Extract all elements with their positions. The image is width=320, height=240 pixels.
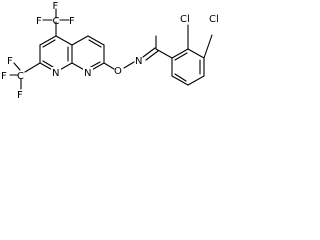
bond bbox=[155, 48, 173, 59]
double-bond bbox=[142, 47, 156, 58]
bond bbox=[39, 35, 57, 46]
dichlorophenyl-ring: Cl Cl bbox=[155, 14, 219, 86]
naphthyridine-core bbox=[39, 35, 105, 73]
double-bond-inner bbox=[88, 39, 102, 48]
atom-label-n: N bbox=[84, 68, 91, 79]
atom-label-f: F bbox=[1, 71, 7, 82]
chemical-structure-diagram: F F C F F F C F N N O N bbox=[1, 1, 219, 101]
atom-label-c: C bbox=[17, 71, 24, 82]
bond bbox=[187, 48, 205, 59]
double-bond bbox=[145, 50, 159, 61]
bond bbox=[55, 35, 73, 46]
bond bbox=[171, 75, 189, 86]
bond bbox=[71, 35, 89, 46]
double-bond-inner bbox=[42, 39, 56, 48]
bond bbox=[13, 62, 21, 71]
bond bbox=[24, 62, 41, 73]
atom-label-c: C bbox=[53, 16, 60, 27]
atom-label-f: F bbox=[53, 1, 59, 12]
bond bbox=[187, 75, 205, 86]
atom-label-f: F bbox=[69, 16, 75, 27]
oxime-ether-linker: O N bbox=[103, 35, 159, 77]
bond bbox=[103, 62, 115, 70]
atom-label-o: O bbox=[114, 66, 122, 77]
cf3-group-top: F F C F bbox=[36, 1, 75, 37]
bond bbox=[203, 34, 213, 59]
atom-label-f: F bbox=[36, 16, 42, 27]
atom-label-n: N bbox=[52, 68, 59, 79]
double-bond-inner bbox=[174, 73, 187, 82]
atom-mask bbox=[51, 67, 61, 77]
atom-label-f: F bbox=[17, 90, 23, 101]
bond bbox=[87, 35, 105, 46]
atom-mask bbox=[83, 67, 93, 77]
cf3-group-left: F F C F bbox=[1, 56, 41, 101]
bond bbox=[123, 61, 135, 69]
atom-label-cl: Cl bbox=[209, 14, 219, 25]
double-bond-inner bbox=[42, 60, 54, 68]
bond bbox=[171, 48, 189, 59]
atom-label-f: F bbox=[7, 56, 13, 67]
atom-label-n: N bbox=[135, 56, 142, 67]
atom-label-cl: Cl bbox=[180, 14, 190, 25]
double-bond-inner bbox=[174, 52, 188, 61]
